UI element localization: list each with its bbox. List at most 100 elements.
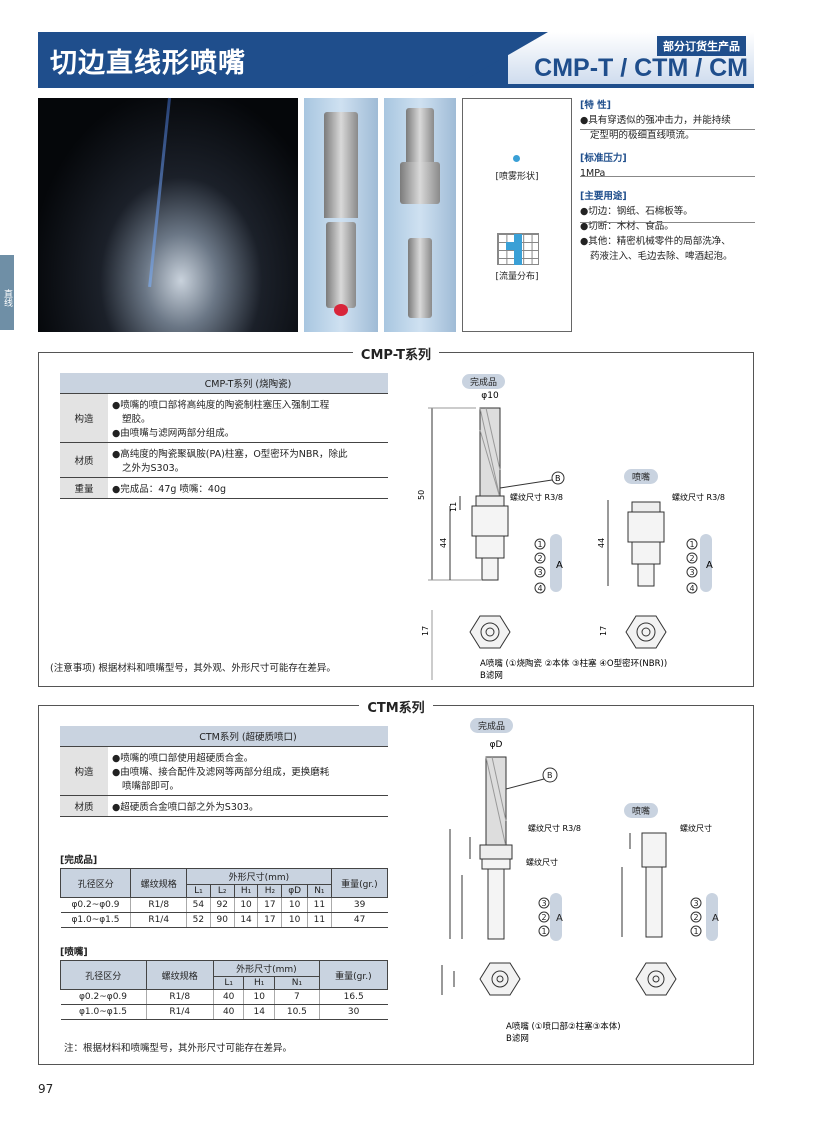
flow-distribution-grid-icon [497, 233, 539, 265]
row-text: ●喷嘴的喷口部使用超硬质合金。●由喷嘴、接合配件及滤网等两部分组成，更换磨耗喷嘴… [108, 746, 388, 796]
row-label: 构造 [60, 746, 108, 796]
row-text: ●完成品：47g 喷嘴：40g [108, 477, 388, 499]
ctm-spec-table: CTM系列 (超硬质喷口) 构造 ●喷嘴的喷口部使用超硬质合金。●由喷嘴、接合配… [60, 726, 388, 817]
table-row: 材质 ●高纯度的陶瓷聚砜胺(PA)柱塞，O型密环为NBR，除此之外为S303。 [60, 442, 388, 478]
model-name: CMP-T / CTM / CM [534, 54, 748, 82]
svg-text:2: 2 [537, 554, 542, 563]
complete-heading: [完成品] [60, 855, 98, 866]
row-text: ●超硬质合金喷口部之外为S303。 [108, 795, 388, 817]
svg-text:2: 2 [541, 913, 546, 922]
svg-text:1: 1 [693, 927, 698, 936]
table-row: 重量 ●完成品：47g 喷嘴：40g [60, 477, 388, 499]
use-item: ●切断：木材、食品。 [580, 221, 674, 232]
nozzle-label: 喷嘴 [624, 803, 659, 818]
spray-pattern-label: [喷雾形状] [495, 172, 539, 182]
spec-header: CTM系列 (超硬质喷口) [108, 726, 388, 747]
row-text: ●喷嘴的喷口部将高纯度的陶瓷制柱塞压入强制工程塑胶。●由喷嘴与滤网两部分组成。 [108, 393, 388, 443]
use-item: ●切边：钢纸、石棉板等。 [580, 206, 693, 217]
dim-44: 44 [597, 538, 606, 548]
use-item: 药液注入、毛边去除、啤酒起泡。 [590, 251, 733, 262]
svg-text:1: 1 [537, 540, 542, 549]
dim-total: 50 [417, 490, 426, 500]
nozzle-photo-3 [384, 98, 456, 332]
spec-header: CMP-T系列 (烧陶瓷) [108, 373, 388, 394]
page-header: 切边直线形喷嘴 部分订货生产品 CMP-T / CTM / CM [38, 32, 754, 88]
feature-text: ●具有穿透似的强冲击力，并能持续 [580, 115, 731, 126]
nozzle-thread-label: 螺纹尺寸 [680, 823, 712, 833]
flow-distribution-label: [流量分布] [495, 272, 539, 282]
part-a-label: A [556, 560, 563, 571]
feature-heading: [特 性] [580, 100, 611, 111]
row-label: 材质 [60, 442, 108, 478]
divider [580, 129, 755, 130]
dim-17: 17 [421, 626, 430, 636]
svg-text:1: 1 [541, 927, 546, 936]
order-badge: 部分订货生产品 [657, 36, 746, 56]
nozzle-heading: [喷嘴] [60, 947, 88, 958]
dim-44: 44 [439, 538, 448, 548]
svg-text:3: 3 [689, 568, 694, 577]
row-label: 材质 [60, 795, 108, 817]
header-slant [458, 32, 548, 84]
header-strip [38, 84, 754, 88]
spec-corner [60, 726, 108, 747]
spec-corner [60, 373, 108, 394]
svg-text:2: 2 [693, 913, 698, 922]
svg-text:4: 4 [537, 584, 542, 593]
spray-jet [148, 97, 171, 288]
use-item: ●其他：精密机械零件的局部洗净、 [580, 236, 731, 247]
use-heading: [主要用途] [580, 191, 627, 202]
thread-label: 螺纹尺寸 R3/8 [672, 492, 725, 502]
svg-text:3: 3 [693, 899, 698, 908]
spray-photo [38, 97, 298, 332]
svg-text:A: A [712, 913, 719, 924]
side-tab: 直线 [0, 255, 14, 330]
features-panel: [特 性] ●具有穿透似的强冲击力，并能持续 定型明的极细直线喷流。 [标准压力… [580, 98, 755, 264]
ctm-section-title: CTM系列 [38, 697, 754, 716]
legend-a: A喷嘴 (①喷口部②柱塞③本体) [506, 1021, 621, 1032]
feature-text: 定型明的极细直线喷流。 [590, 130, 695, 141]
legend-a: A喷嘴 (①烧陶瓷 ②本体 ③柱塞 ④O型密环(NBR)) [480, 658, 667, 669]
cmp-section-title: CMP-T系列 [38, 344, 754, 363]
row-label: 构造 [60, 393, 108, 443]
ctm-note: 注：根据材料和喷嘴型号，其外形尺寸可能存在差异。 [64, 1043, 293, 1054]
page-number: 97 [38, 1082, 54, 1096]
row-label: 重量 [60, 477, 108, 499]
diameter-label: φD [490, 740, 503, 750]
table-row: 材质 ●超硬质合金喷口部之外为S303。 [60, 795, 388, 817]
spray-info-box: [喷雾形状] [流量分布] [462, 98, 572, 332]
spray-pattern-dot-icon [513, 155, 520, 162]
table-row: 构造 ●喷嘴的喷口部将高纯度的陶瓷制柱塞压入强制工程塑胶。●由喷嘴与滤网两部分组… [60, 393, 388, 443]
legend-b: B滤网 [480, 670, 503, 681]
divider [580, 222, 755, 223]
nozzle-label: 喷嘴 [624, 469, 659, 484]
cmp-note: (注意事项) 根据材料和喷嘴型号，其外观、外形尺寸可能存在差异。 [50, 663, 336, 674]
svg-text:2: 2 [689, 554, 694, 563]
thread-label: 螺纹尺寸 R3/8 [510, 492, 563, 502]
cmp-spec-table: CMP-T系列 (烧陶瓷) 构造 ●喷嘴的喷口部将高纯度的陶瓷制柱塞压入强制工程… [60, 373, 388, 499]
complete-label: 完成品 [470, 718, 514, 733]
pressure-heading: [标准压力] [580, 153, 627, 164]
legend-b: B滤网 [506, 1033, 529, 1044]
svg-text:3: 3 [537, 568, 542, 577]
row-text: ●高纯度的陶瓷聚砜胺(PA)柱塞，O型密环为NBR，除此之外为S303。 [108, 442, 388, 478]
part-b-label: B [555, 474, 561, 483]
svg-text:B: B [547, 771, 553, 780]
table-row: 构造 ●喷嘴的喷口部使用超硬质合金。●由喷嘴、接合配件及滤网等两部分组成，更换磨… [60, 746, 388, 796]
nozzle-photo-2 [304, 218, 378, 332]
page-title: 切边直线形喷嘴 [50, 48, 246, 79]
thread-label: 螺纹尺寸 R3/8 [528, 823, 581, 833]
svg-text:4: 4 [689, 584, 694, 593]
svg-text:A: A [556, 913, 563, 924]
thread-label: 螺纹尺寸 [526, 857, 558, 867]
dim-11: 11 [449, 502, 458, 512]
svg-text:1: 1 [689, 540, 694, 549]
complete-label: 完成品 [462, 374, 506, 389]
